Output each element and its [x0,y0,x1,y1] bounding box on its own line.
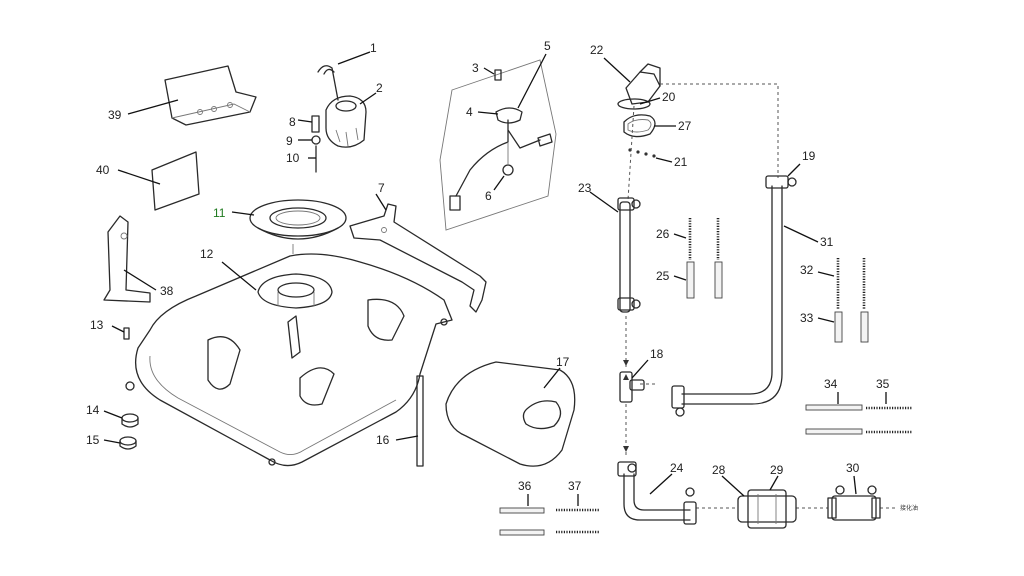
callout-31: 31 [820,235,834,249]
callout-27: 27 [678,119,692,133]
part-37-springs [556,508,600,534]
part-13-clip [123,327,130,340]
part-31-return-hose [671,175,797,417]
callout-9: 9 [286,134,293,148]
callout-21: 21 [674,155,688,169]
callout-20: 20 [662,90,676,104]
part-29-fuel-filter [737,489,797,529]
callout-24: 24 [670,461,684,475]
part-36-rods [499,507,545,536]
part-15-bush [119,436,137,450]
callout-19: 19 [802,149,816,163]
part-33-pins [834,311,869,343]
callout-8: 8 [289,115,296,129]
callout-4: 4 [466,105,473,119]
part-32-springs [836,258,866,310]
part-40-label [151,151,200,211]
outlet-label: 接化油 [900,504,918,512]
part-2-fuel-cap [317,65,367,148]
callout-33: 33 [800,311,814,325]
part-14-bush [121,413,139,428]
part-7-strap [349,203,487,313]
part-6-sender-unit [449,69,553,211]
callout-37: 37 [568,479,582,493]
callout-3: 3 [472,61,479,75]
callout-18: 18 [650,347,664,361]
part-30-outlet-hose [827,485,881,521]
part-35-springs [866,406,912,434]
callout-32: 32 [800,263,814,277]
callout-36: 36 [518,479,532,493]
callout-26: 26 [656,227,670,241]
callout-13: 13 [90,318,104,332]
callout-11: 11 [213,206,226,220]
callout-7: 7 [378,181,385,195]
callout-16: 16 [376,433,390,447]
part-12-fuel-tank [125,253,453,467]
part-18-t-joint [619,371,645,403]
callout-10: 10 [286,151,300,165]
part-27-o-ring [623,114,656,138]
part-21-screws [628,148,656,158]
callout-28: 28 [712,463,726,477]
callout-30: 30 [846,461,860,475]
callout-38: 38 [160,284,174,298]
part-39-bracket [164,65,257,126]
callout-12: 12 [200,247,214,261]
part-25-pins [686,261,723,299]
callout-2: 2 [376,81,383,95]
callout-1: 1 [370,41,377,55]
callout-40: 40 [96,163,110,177]
callout-29: 29 [770,463,784,477]
part-16-rod [416,375,424,467]
part-34-rods [805,404,863,435]
callout-5: 5 [544,39,551,53]
part-26-springs [688,218,720,260]
part-24-elbow-hose [617,461,697,525]
callout-39: 39 [108,108,122,122]
callout-6: 6 [485,189,492,203]
callout-25: 25 [656,269,670,283]
part-38-bracket [103,215,151,303]
callout-17: 17 [556,355,570,369]
callout-35: 35 [876,377,890,391]
part-11-filler-ring [249,199,347,254]
part-5-sender-panel [439,59,557,231]
callout-14: 14 [86,403,100,417]
callout-15: 15 [86,433,100,447]
callout-34: 34 [824,377,838,391]
part-22-fuel-valve [617,63,661,110]
callout-22: 22 [590,43,604,57]
callout-23: 23 [578,181,592,195]
part-23-hose [617,197,641,313]
part-17-gasket [445,361,576,467]
part-8-9-10-stem [311,115,321,173]
